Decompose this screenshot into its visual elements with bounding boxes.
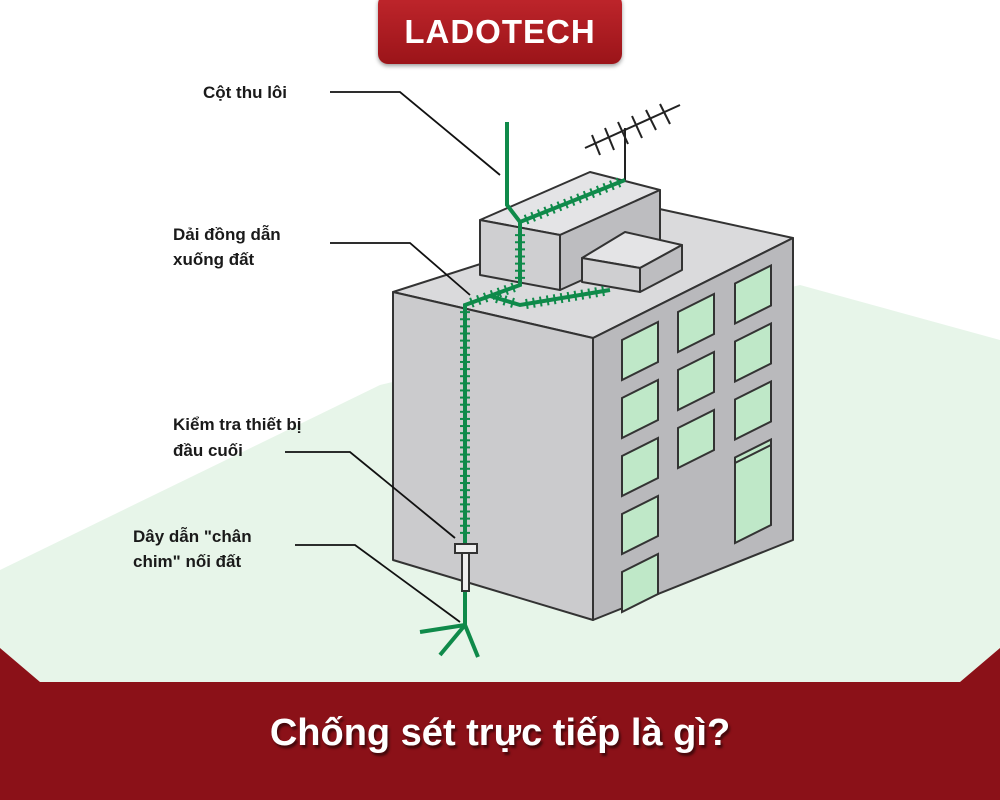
conductor-clip (476, 294, 482, 306)
window (621, 552, 659, 614)
windows (621, 263, 772, 614)
door (734, 443, 772, 545)
conductor-clip (502, 295, 508, 306)
conductor-clip (576, 193, 582, 204)
title-banner (0, 648, 1000, 800)
conductor-clip (601, 286, 605, 297)
conductor-clip (538, 296, 543, 307)
window (621, 494, 659, 556)
conductor-clip (489, 289, 496, 301)
conductor-clips (460, 177, 622, 534)
conductor-clip (495, 293, 500, 304)
conductor-clip (532, 297, 536, 308)
window (621, 320, 659, 382)
conductor-clip (563, 198, 569, 209)
conductor-clip (609, 180, 615, 191)
label-down-conductor-line1: Dải đồng dẫn (173, 225, 281, 244)
conductor-clip (602, 182, 609, 193)
leader-lines (285, 91, 501, 623)
label-lightning-rod: Cột thu lôi (203, 83, 287, 102)
conductor-clip (510, 297, 515, 308)
page-title: Chống sét trực tiếp là gì? (269, 712, 731, 754)
conductor-clip (594, 287, 598, 298)
window (734, 321, 772, 384)
logo-text: LADOTECH (404, 13, 596, 50)
conductor-clip (523, 214, 530, 225)
label-ground-conductor-line2: chim" nối đất (133, 552, 242, 571)
conductor-clip (469, 297, 475, 308)
conductor-clip (587, 288, 592, 299)
conductor-clip (569, 195, 576, 207)
conductor-clip (496, 287, 503, 298)
conductor-clip (536, 209, 543, 220)
conductor-clip (559, 292, 564, 304)
conductor-clip (525, 298, 529, 309)
window (677, 292, 715, 354)
conductor-clip (615, 177, 622, 188)
conductor-clip (589, 188, 595, 199)
test-terminal (454, 543, 478, 592)
conductor-clip (503, 284, 509, 296)
window (621, 436, 659, 498)
conductor-clip (510, 282, 516, 293)
conductor-clip (550, 203, 556, 214)
conductor-clip (573, 290, 578, 301)
conductor-clip (530, 211, 536, 222)
conductor-clip (552, 294, 557, 305)
window (734, 263, 772, 326)
conductor-clip (582, 190, 589, 201)
conductor-clip (543, 206, 550, 217)
tv-antenna (584, 103, 681, 180)
label-down-conductor-line2: xuống đất (173, 250, 255, 269)
window (677, 350, 715, 412)
window (677, 408, 715, 470)
rooftop-structure (392, 171, 794, 621)
conductor-clip (545, 295, 550, 306)
label-test-terminal-line2: đầu cuối (173, 441, 243, 460)
conductor-clip (595, 185, 602, 196)
conductor-clip (556, 201, 563, 212)
conductor-clip (482, 292, 489, 303)
window (621, 378, 659, 440)
window (734, 379, 772, 442)
conductor-clip (566, 291, 571, 303)
label-test-terminal-line1: Kiểm tra thiết bị (173, 415, 301, 434)
conductor-clip (580, 289, 585, 300)
ladotech-logo: LADOTECH (378, 0, 622, 64)
label-ground-conductor-line1: Dây dẫn "chân (133, 527, 252, 546)
